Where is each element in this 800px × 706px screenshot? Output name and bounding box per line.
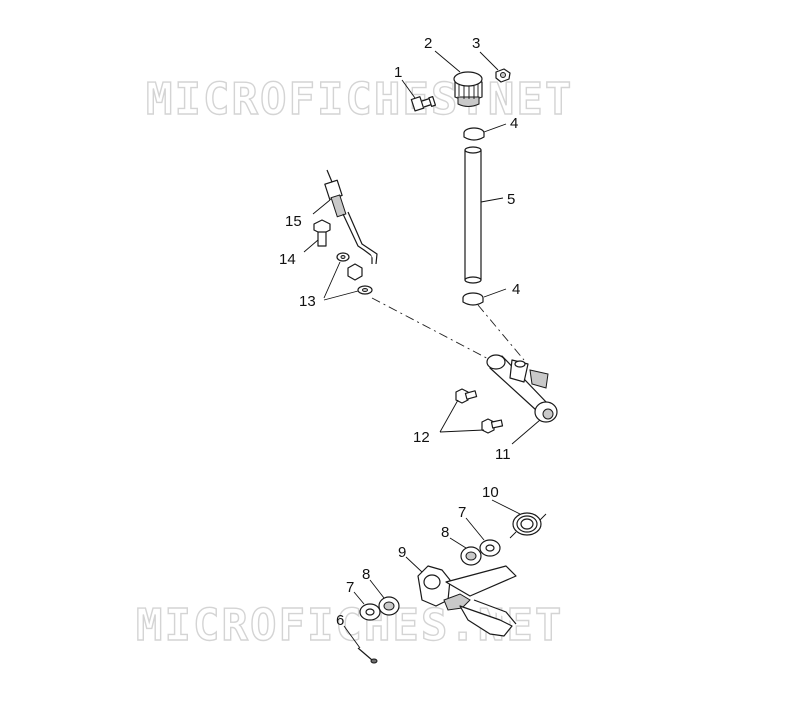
callout-14: 14 — [279, 251, 296, 268]
brake-pedal-part-9 — [417, 565, 517, 637]
bolt-part-12-upper — [455, 388, 478, 404]
clamp-part-4-lower — [462, 292, 484, 306]
callout-7-upper: 7 — [458, 504, 466, 521]
callout-11: 11 — [495, 446, 511, 463]
callout-9: 9 — [398, 544, 406, 561]
leader-lines — [303, 50, 541, 649]
washer-part-7-upper — [479, 539, 501, 557]
bolt-part-14 — [313, 219, 331, 247]
tube-part-5 — [464, 146, 482, 284]
callout-3: 3 — [472, 35, 480, 52]
bushing-part-8-lower — [378, 596, 400, 616]
callout-7-lower: 7 — [346, 579, 354, 596]
callout-8-lower: 8 — [362, 566, 370, 583]
callout-15: 15 — [285, 213, 302, 230]
callout-13: 13 — [299, 293, 316, 310]
callout-5: 5 — [507, 191, 515, 208]
callout-4-upper: 4 — [510, 115, 518, 132]
centerline-tube — [477, 304, 525, 361]
master-cylinder-part-11 — [486, 354, 558, 423]
bolt-part-12-lower — [481, 418, 504, 434]
washer-part-13 — [336, 252, 373, 295]
callout-8-upper: 8 — [441, 524, 449, 541]
centerline-hose — [371, 297, 499, 365]
callout-12: 12 — [413, 429, 430, 446]
washer-part-7-lower — [359, 603, 381, 621]
spring-part-10 — [509, 512, 547, 539]
cotter-pin-part-6 — [357, 647, 378, 664]
bushing-part-8-upper — [460, 546, 482, 566]
brake-line-part-15 — [324, 169, 378, 265]
callout-10: 10 — [482, 484, 499, 501]
reservoir-cap-part-2 — [453, 71, 483, 107]
clamp-part-4-upper — [463, 127, 485, 141]
callout-6: 6 — [336, 612, 344, 629]
callout-1: 1 — [394, 64, 402, 81]
fitting-part-3 — [495, 68, 511, 83]
bolt-part-1 — [410, 95, 437, 112]
callout-4-lower: 4 — [512, 281, 520, 298]
callout-2: 2 — [424, 35, 432, 52]
